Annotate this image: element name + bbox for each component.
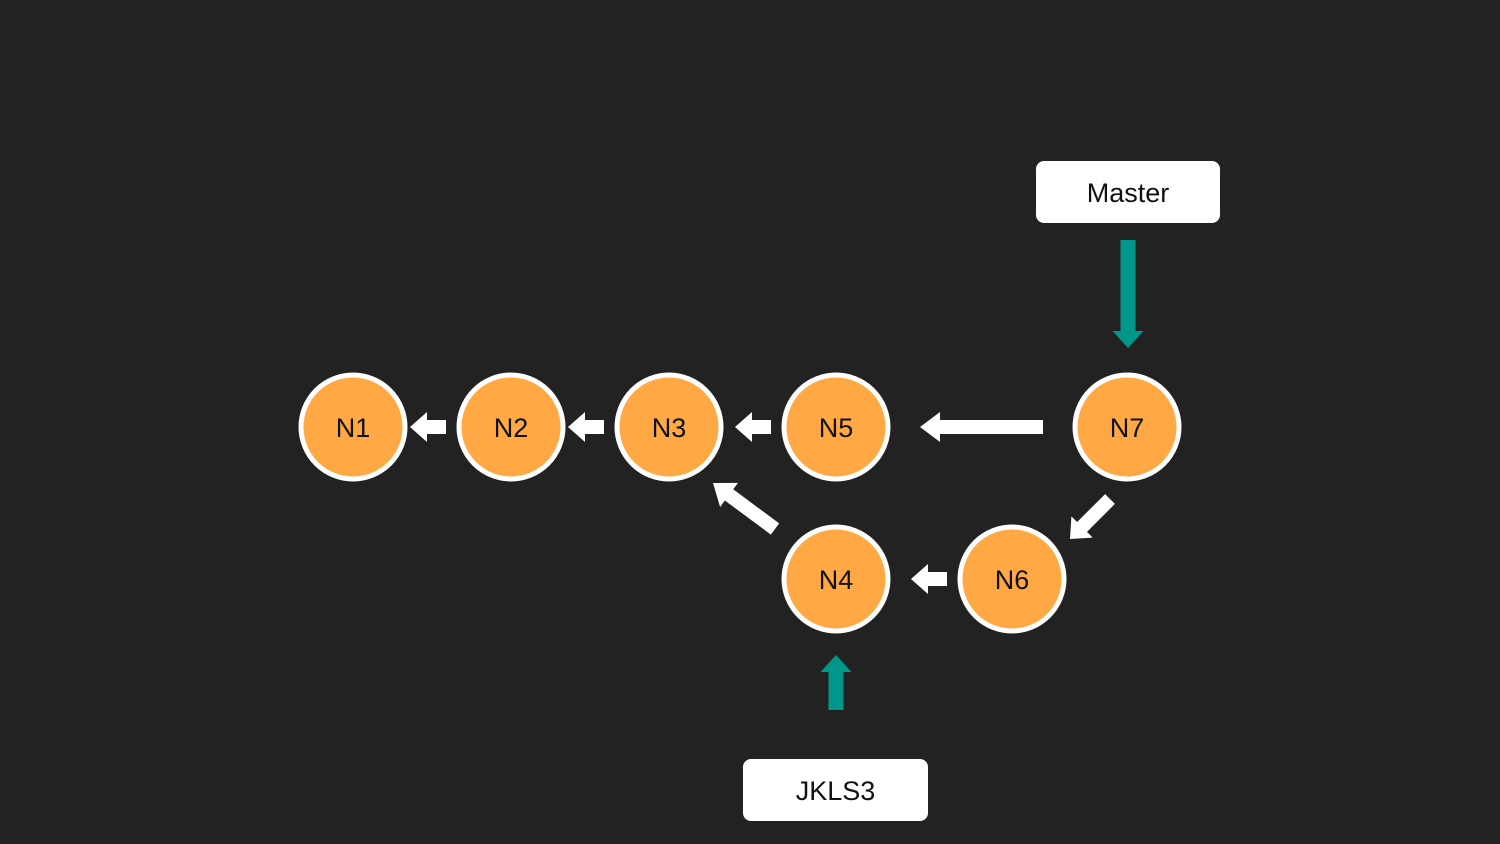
node-label: N4: [819, 565, 854, 595]
jkls3-pointer-arrow: [820, 655, 852, 710]
node-n7[interactable]: N7: [1072, 372, 1182, 482]
node-label: N5: [819, 413, 854, 443]
node-label: N3: [652, 413, 687, 443]
node-circle: [456, 372, 566, 482]
edge-arrow-n6-to-n4: [911, 564, 947, 594]
node-label: N1: [336, 413, 371, 443]
node-n3[interactable]: N3: [614, 372, 724, 482]
edge-arrow-n5-to-n3: [735, 412, 771, 442]
edges-layer: [410, 412, 1115, 594]
edge-arrow-n2-to-n1: [410, 412, 446, 442]
node-label: N7: [1110, 413, 1145, 443]
master-label-text: Master: [1087, 178, 1170, 208]
node-n5[interactable]: N5: [781, 372, 891, 482]
edge-arrow-n7-to-n5: [920, 412, 1043, 442]
edge-arrow-n4-to-n3: [713, 482, 780, 535]
node-label: N2: [494, 413, 529, 443]
node-n6[interactable]: N6: [957, 524, 1067, 634]
node-label: N6: [995, 565, 1030, 595]
jkls3-label-text: JKLS3: [796, 776, 876, 806]
pointer-arrows-layer: [820, 240, 1144, 710]
node-circle: [781, 372, 891, 482]
node-circle: [957, 524, 1067, 634]
master-pointer-arrow: [1112, 240, 1144, 348]
master-branch-label[interactable]: Master: [1036, 161, 1220, 223]
jkls3-branch-label[interactable]: JKLS3: [743, 759, 928, 821]
master-label-box: [1036, 161, 1220, 223]
node-circle: [614, 372, 724, 482]
node-n4[interactable]: N4: [781, 524, 891, 634]
node-circle: [298, 372, 408, 482]
edge-arrow-n3-to-n2: [568, 412, 604, 442]
node-n2[interactable]: N2: [456, 372, 566, 482]
jkls3-label-box: [743, 759, 928, 821]
edge-arrow-n7-to-n6: [1070, 494, 1115, 539]
node-circle: [781, 524, 891, 634]
node-circle: [1072, 372, 1182, 482]
node-n1[interactable]: N1: [298, 372, 408, 482]
